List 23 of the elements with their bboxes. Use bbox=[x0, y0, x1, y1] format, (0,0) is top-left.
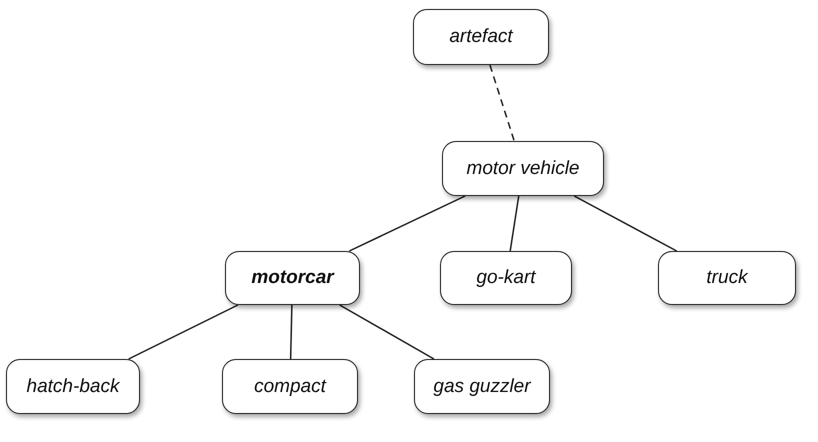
connector bbox=[574, 195, 678, 252]
rounded-box bbox=[442, 141, 604, 196]
rounded-box bbox=[413, 9, 549, 65]
dashed-connector bbox=[489, 64, 515, 142]
connector bbox=[509, 196, 520, 252]
node-label: artefact bbox=[449, 26, 513, 48]
rounded-box bbox=[225, 251, 360, 305]
node-label: go-kart bbox=[476, 267, 536, 289]
node-label: motorcar bbox=[251, 267, 334, 289]
rounded-box bbox=[222, 359, 358, 414]
connector bbox=[349, 195, 466, 252]
rounded-box bbox=[6, 359, 140, 414]
node-label: motor vehicle bbox=[466, 158, 580, 180]
node-label: hatch-back bbox=[26, 376, 120, 398]
connector bbox=[290, 304, 293, 360]
node-label: truck bbox=[706, 267, 748, 289]
connector bbox=[128, 304, 238, 360]
rounded-box bbox=[414, 359, 550, 414]
node-label: compact bbox=[254, 376, 326, 398]
connector bbox=[339, 304, 434, 360]
rounded-box bbox=[658, 251, 796, 305]
node-label: gas guzzler bbox=[433, 376, 531, 398]
rounded-box bbox=[440, 251, 572, 305]
